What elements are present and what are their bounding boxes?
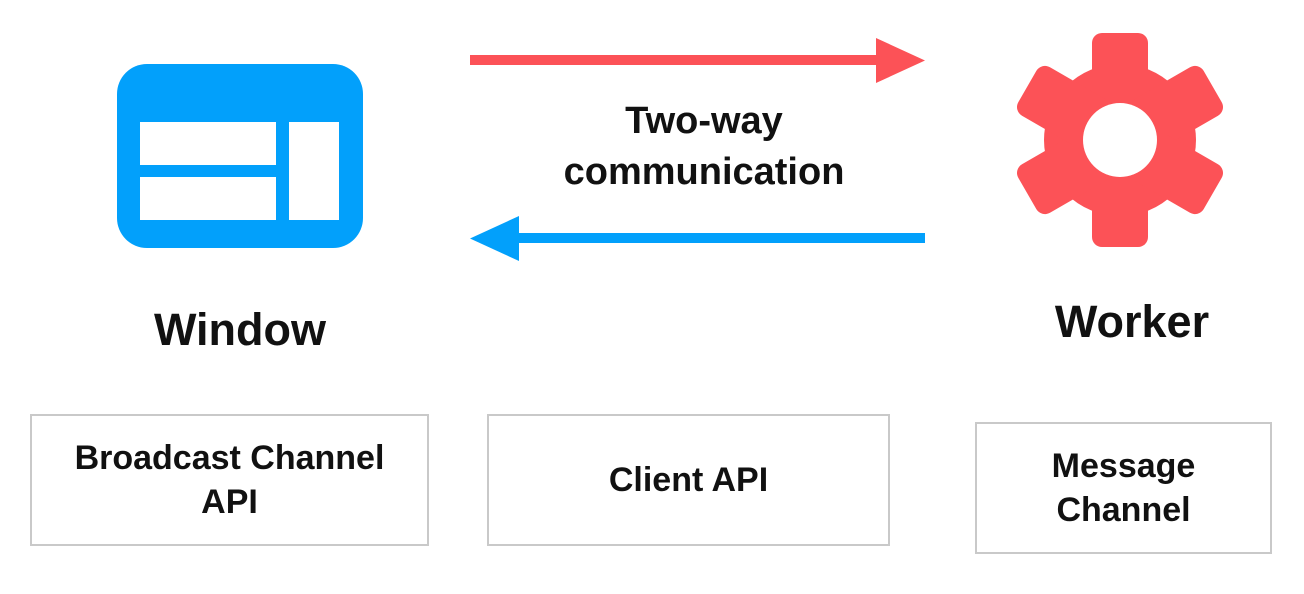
- client-api-label: Client API: [608, 460, 769, 499]
- arrow-window-to-worker: [470, 38, 925, 83]
- gear-icon: [1016, 33, 1224, 247]
- arrow-right-head: [876, 38, 925, 83]
- broadcast-channel-api-label: Broadcast Channel API: [74, 438, 385, 521]
- arrow-right-shaft: [470, 55, 882, 65]
- browser-window-icon: [117, 64, 363, 248]
- client-api-box: Client API: [487, 414, 890, 546]
- browser-window-pane-top-left: [140, 122, 276, 165]
- broadcast-channel-api-box: Broadcast Channel API: [30, 414, 429, 546]
- browser-window-pane-right: [289, 122, 339, 220]
- browser-window-pane-bottom-left: [140, 177, 276, 220]
- arrow-left-shaft: [517, 233, 925, 243]
- message-channel-label: Message Channel: [1051, 446, 1196, 529]
- diagram-title: Two-way communication: [563, 100, 845, 194]
- arrow-left-head: [470, 216, 519, 261]
- message-channel-box: Message Channel: [975, 422, 1272, 554]
- window-node-label: Window: [153, 304, 327, 355]
- worker-node-label: Worker: [1054, 296, 1210, 347]
- gear-center-hole: [1083, 103, 1157, 177]
- arrow-worker-to-window: [470, 216, 925, 261]
